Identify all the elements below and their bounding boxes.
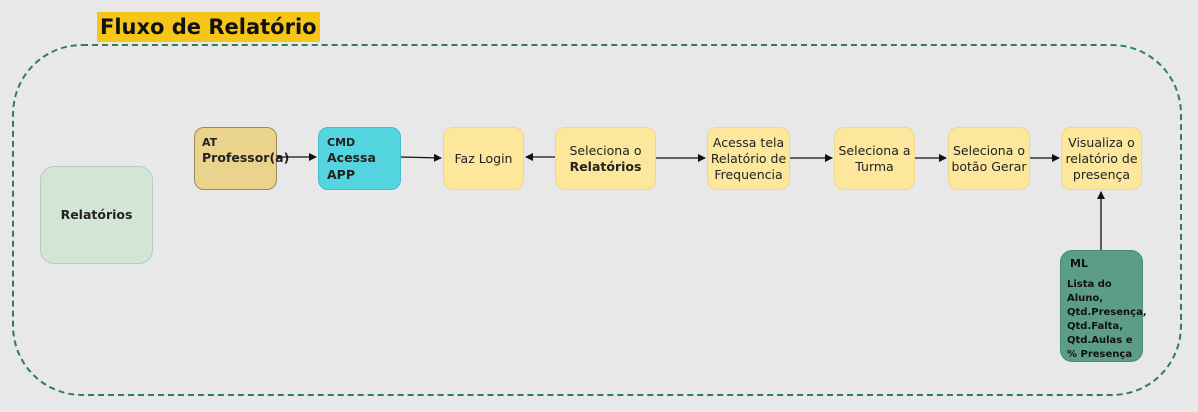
step-seleciona-relatorios-line1: Seleciona o [569, 142, 642, 158]
step-seleciona-relatorios-line2: Relatórios [569, 158, 642, 174]
step-acessa-tela-line1: Acessa tela [712, 134, 785, 150]
step-visualiza-relatorio-line2: relatório de [1065, 150, 1138, 166]
ml-line3: Qtd.Falta, [1067, 321, 1123, 332]
step-visualiza-relatorio-line3: presença [1072, 166, 1131, 182]
ml-tag: ML [1070, 257, 1088, 270]
step-acessa-tela: Acessa tela Relatório de Frequencia [707, 127, 790, 190]
actor-node: AT Professor(a) [194, 127, 289, 190]
step-acessa-tela-line2: Relatório de [710, 150, 787, 166]
cmd-label: Acessa APP [327, 150, 376, 182]
step-seleciona-gerar-line1: Seleciona o [953, 142, 1025, 158]
diagram-title: Fluxo de Relatório [97, 12, 320, 42]
step-seleciona-turma: Seleciona a Turma [834, 127, 915, 190]
relatorios-node: Relatórios [40, 166, 153, 264]
step-faz-login: Faz Login [443, 127, 524, 190]
relatorios-label: Relatórios [60, 207, 133, 222]
step-seleciona-turma-line2: Turma [855, 158, 894, 174]
cmd-tag: CMD [327, 136, 356, 149]
ml-line1: Lista do Aluno, [1067, 279, 1112, 304]
actor-label: Professor(a) [202, 150, 290, 165]
ml-node: ML Lista do Aluno, Qtd.Presença, Qtd.Fal… [1060, 250, 1147, 362]
step-visualiza-relatorio-line1: Visualiza o [1068, 134, 1135, 150]
cmd-node: CMD Acessa APP [318, 127, 401, 190]
step-seleciona-gerar: Seleciona o botão Gerar [948, 127, 1030, 190]
flow-frame [12, 44, 1182, 396]
step-faz-login-label: Faz Login [454, 150, 513, 166]
actor-tag: AT [202, 136, 218, 149]
step-visualiza-relatorio: Visualiza o relatório de presença [1061, 127, 1142, 190]
step-acessa-tela-line3: Frequencia [714, 166, 783, 182]
step-seleciona-relatorios: Seleciona o Relatórios [555, 127, 656, 190]
step-seleciona-turma-line1: Seleciona a [838, 142, 911, 158]
ml-line2: Qtd.Presença, [1067, 307, 1147, 318]
ml-line4: Qtd.Aulas e [1067, 335, 1133, 346]
ml-line5: % Presença [1067, 349, 1133, 360]
arrow-cmd-to-login [400, 153, 442, 162]
step-seleciona-gerar-line2: botão Gerar [951, 158, 1027, 174]
